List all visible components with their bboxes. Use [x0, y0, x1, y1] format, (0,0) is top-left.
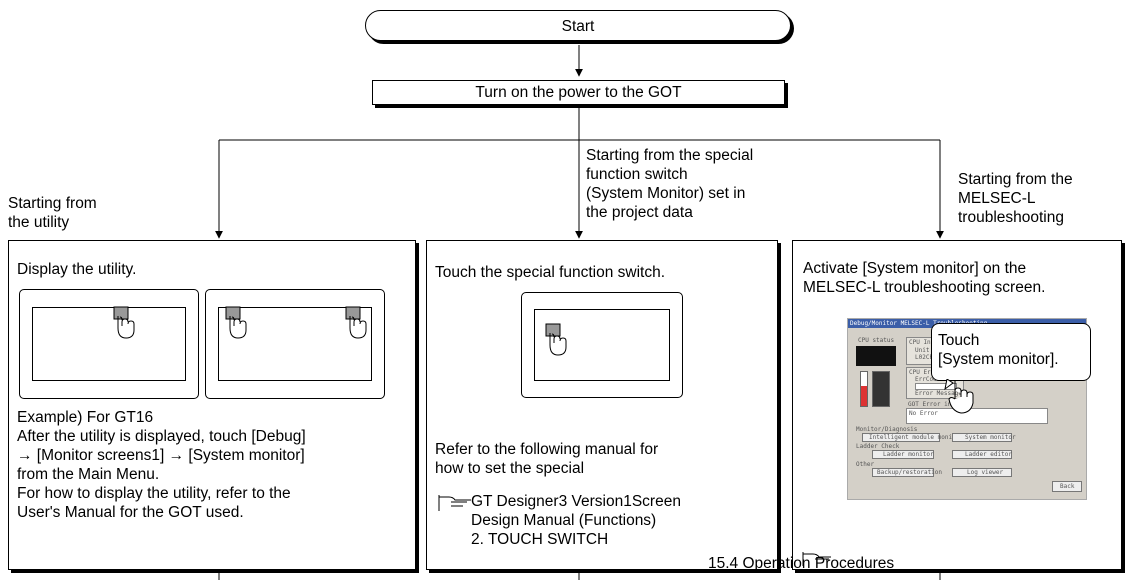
got-error-field: No Error [906, 408, 1048, 424]
touch-hand-icon [113, 306, 135, 339]
power-label: Turn on the power to the GOT [475, 84, 682, 101]
manual-reference-icon [802, 552, 831, 566]
ladder-editor-button[interactable]: Ladder editor [952, 450, 1012, 459]
no-error-value: No Error [909, 410, 938, 417]
description-line: → [Monitor screens1] → [System monitor] [17, 447, 305, 464]
touch-hand-icon [944, 379, 974, 414]
operation-procedures-reference: 15.4 Operation Procedures [708, 555, 895, 572]
ladder-monitor-button[interactable]: Ladder monitor [872, 450, 934, 459]
utility-description: Example) For GT16 After the utility is d… [17, 408, 306, 522]
melsec-title-line: Activate [System monitor] on the [803, 260, 1027, 277]
cpu-module [872, 371, 890, 407]
manual-reference-icon [438, 495, 471, 511]
special-caption-line: function switch [586, 166, 688, 183]
other-label: Other [856, 461, 875, 468]
melsec-title-line: MELSEC-L troubleshooting screen. [803, 279, 1046, 296]
ladder-check-label: Ladder Check [856, 443, 900, 450]
touch-hand-icon [225, 306, 247, 339]
screen-area [218, 307, 372, 381]
melsec-caption-line: troubleshooting [958, 209, 1064, 226]
melsec-title: Activate [System monitor] on the MELSEC-… [803, 259, 1045, 297]
log-viewer-button[interactable]: Log viewer [952, 468, 1012, 477]
cpu-status-label: CPU status [858, 337, 895, 344]
system-monitor-button[interactable]: System monitor [952, 433, 1016, 442]
got-screen-illustration [205, 289, 385, 399]
reference-line: Design Manual (Functions) [471, 512, 657, 529]
special-caption-line: (System Monitor) set in [586, 185, 746, 202]
ladder-editor-label: Ladder editor [965, 451, 1012, 458]
callout-line: [System monitor]. [938, 351, 1059, 368]
log-viewer-label: Log viewer [967, 469, 1004, 476]
description-line: Example) For GT16 [17, 409, 154, 426]
got-error-label: GOT Error info [908, 401, 959, 408]
backup-restoration-button[interactable]: Backup/restoration [872, 468, 942, 477]
got-screen-illustration [521, 292, 683, 398]
touch-hand-icon [345, 306, 367, 339]
description-line: from the Main Menu. [17, 466, 160, 483]
cpu-info-label: CPU Info [909, 339, 938, 346]
screen-area [32, 307, 186, 381]
error-code-label: ErrCode [915, 376, 941, 383]
melsec-step-box: Activate [System monitor] on the MELSEC-… [792, 240, 1122, 570]
start-terminal: Start [365, 10, 791, 41]
backup-restoration-label: Backup/restoration [877, 469, 943, 476]
description-line: After the utility is displayed, touch [D… [17, 428, 306, 445]
intelligent-module-button[interactable]: Intelligent module monitor [862, 433, 963, 442]
special-manual-reference: GT Designer3 Version1Screen Design Manua… [471, 492, 681, 549]
special-switch-step-box: Touch the special function switch. Refer… [426, 240, 778, 570]
ladder-monitor-label: Ladder monitor [883, 451, 934, 458]
melsec-caption-line: Starting from the [958, 171, 1073, 188]
description-line: how to set the special [435, 460, 585, 477]
description-line: Refer to the following manual for [435, 441, 659, 458]
utility-caption-line: the utility [8, 214, 70, 231]
special-caption: Starting from the special function switc… [586, 146, 753, 222]
back-label: Back [1060, 483, 1075, 490]
cpu-error-label: CPU Error [909, 369, 942, 376]
reference-line: 2. TOUCH SWITCH [471, 531, 609, 548]
intelligent-module-label: Intelligent module monitor [869, 434, 963, 441]
got-screen-illustration [19, 289, 199, 399]
reference-line: GT Designer3 Version1Screen [471, 493, 681, 510]
utility-step-box: Display the utility. Example) For GT16 A… [8, 240, 416, 570]
special-caption-line: the project data [586, 204, 693, 221]
special-description: Refer to the following manual for how to… [435, 440, 658, 478]
model-value: L02CPU [915, 354, 937, 361]
cpu-led-panel [856, 346, 896, 366]
touch-hand-icon [545, 323, 567, 356]
utility-title: Display the utility. [17, 261, 137, 278]
cpu-gauge [860, 371, 868, 407]
special-title: Touch the special function switch. [435, 264, 666, 281]
system-monitor-label: System monitor [965, 434, 1016, 441]
power-on-step: Turn on the power to the GOT [372, 80, 785, 105]
melsec-caption: Starting from the MELSEC-L troubleshooti… [958, 170, 1073, 227]
screen-area [534, 309, 670, 381]
touch-system-monitor-callout: Touch [System monitor]. [931, 323, 1091, 381]
utility-caption: Starting from the utility [8, 194, 97, 232]
error-message-label: Error Message [915, 390, 962, 397]
description-line: For how to display the utility, refer to… [17, 485, 291, 502]
screen-titlebar-text: Debug/Monitor MELSEC-L Troubleshooting [850, 320, 988, 327]
back-button[interactable]: Back [1052, 481, 1082, 492]
special-caption-line: Starting from the special [586, 147, 754, 164]
utility-caption-line: Starting from [8, 195, 97, 212]
monitor-diagnosis-label: Monitor/Diagnosis [856, 426, 918, 433]
melsec-caption-line: MELSEC-L [958, 190, 1036, 207]
callout-line: Touch [938, 332, 980, 349]
start-label: Start [561, 18, 595, 35]
description-line: User's Manual for the GOT used. [17, 504, 244, 521]
